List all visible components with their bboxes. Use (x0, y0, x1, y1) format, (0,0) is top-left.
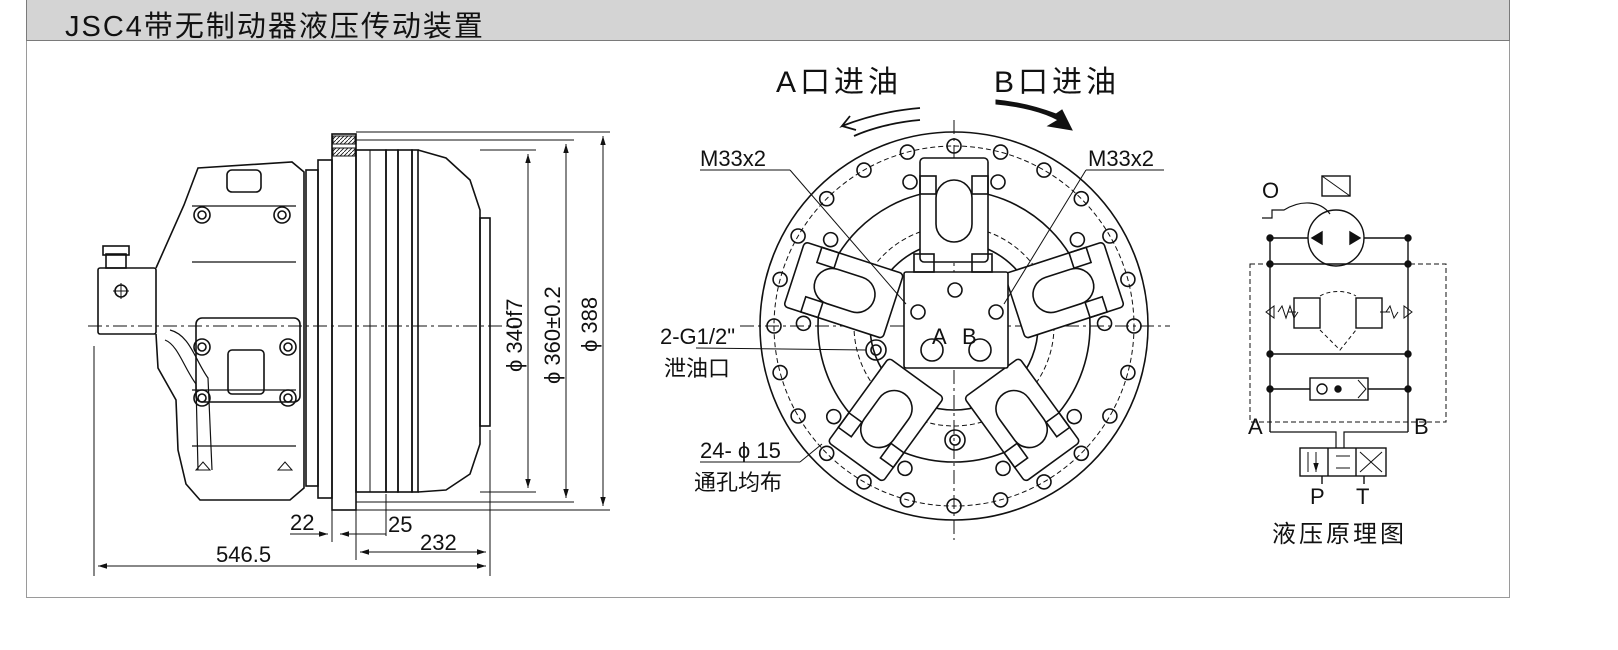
front-view-labels: A口进油 B口进油 M33x2 M33x2 2-G1/2" 泄油口 24- ϕ … (660, 66, 1154, 495)
bolt-hole (856, 162, 872, 178)
bolt-hole (946, 138, 962, 154)
diameter-dimensions (356, 131, 610, 511)
junction-dot (1404, 234, 1412, 242)
motor-housing (155, 161, 305, 501)
port-p-label: P (1310, 484, 1325, 509)
relief-valve-left (1293, 297, 1321, 329)
schematic-caption: 液压原理图 (1272, 521, 1407, 548)
cylinders (783, 157, 1125, 482)
bolt-hole (772, 271, 788, 288)
arrow-a-ccw (839, 107, 921, 137)
title-bar: JSC4带无制动器液压传动装置 (26, 0, 1510, 43)
junction-dot (1266, 350, 1274, 358)
inlet-a-label: A口进油 (776, 66, 902, 99)
bolt-hole (1036, 474, 1052, 490)
bolt-circle (773, 145, 1135, 507)
junction-dot (1266, 234, 1274, 242)
bolt-hole (899, 492, 916, 508)
flange-outer (759, 131, 1149, 521)
bolt-hole (1120, 364, 1136, 381)
dim-d340: ϕ 340f7 (502, 299, 527, 373)
bolt-hole (818, 445, 835, 462)
bolt-hole (1073, 445, 1090, 462)
bolt-hole (1036, 162, 1052, 178)
port-b-label: B (962, 324, 977, 349)
bolt-hole (790, 228, 806, 244)
thread-right-label: M33x2 (1088, 146, 1154, 171)
page-title: JSC4带无制动器液压传动装置 (65, 11, 485, 43)
drawing-frame (26, 41, 1510, 598)
bolt-hole (992, 492, 1009, 508)
radial-cylinder (902, 157, 1006, 263)
relief-valve-right (1355, 297, 1383, 329)
bolt-hole (818, 190, 835, 207)
radial-cylinder (783, 231, 904, 339)
output-flanges (305, 133, 491, 511)
bolt-hole (790, 408, 806, 424)
drain-label: 泄油口 (664, 356, 730, 381)
junction-dot (1266, 260, 1274, 268)
schematic-labels: O A B P T 液压原理图 (1248, 178, 1429, 548)
dim-d360: ϕ 360±0.2 (540, 286, 565, 384)
bolt-hole (772, 364, 788, 381)
port-t-label: T (1356, 484, 1369, 509)
arrow-b-cw (995, 99, 1073, 131)
dim-546-5: 546.5 (216, 542, 271, 567)
junction-dot (1404, 350, 1412, 358)
bolt-hole (899, 144, 916, 160)
length-dimensions (93, 346, 491, 576)
bolt-hole (1126, 318, 1142, 334)
radial-cylinder (825, 358, 944, 482)
bolt-hole (946, 498, 962, 514)
bolt-hole (766, 318, 782, 334)
bolt-hole (1073, 190, 1090, 207)
junction-dot (1404, 260, 1412, 268)
bolt-hole (1120, 271, 1136, 288)
distributor-block (903, 271, 1009, 369)
side-view-labels: ϕ 340f7 ϕ 360±0.2 ϕ 388 22 25 232 546.5 (216, 286, 602, 567)
hydraulic-schematic (1249, 175, 1447, 484)
holes-spec-label: 24- ϕ 15 (700, 438, 781, 463)
thread-left-label: M33x2 (700, 146, 766, 171)
valve-block (97, 245, 157, 335)
port-b-schematic-label: B (1414, 414, 1429, 439)
bolt-hole (856, 474, 872, 490)
port-a-label: A (932, 324, 947, 349)
bolt-hole (992, 144, 1009, 160)
inlet-b-label: B口进油 (994, 66, 1120, 99)
junction-dot (1266, 385, 1274, 393)
dim-22: 22 (290, 510, 314, 535)
bolt-hole (1102, 408, 1118, 424)
holes-label: 通孔均布 (694, 470, 782, 495)
side-view (88, 131, 610, 576)
front-view (695, 99, 1170, 540)
dim-25: 25 (388, 512, 412, 537)
dim-d388: ϕ 388 (577, 297, 602, 352)
directional-valve (1299, 447, 1387, 477)
drain-spec-label: 2-G1/2" (660, 324, 735, 349)
port-a-schematic-label: A (1248, 414, 1263, 439)
dim-232: 232 (420, 530, 457, 555)
radial-cylinder (964, 358, 1083, 482)
junction-dot (1404, 385, 1412, 393)
port-o-label: O (1262, 178, 1279, 203)
bolt-holes (766, 138, 1142, 514)
bolt-hole (1102, 228, 1118, 244)
radial-cylinder (1004, 231, 1125, 339)
